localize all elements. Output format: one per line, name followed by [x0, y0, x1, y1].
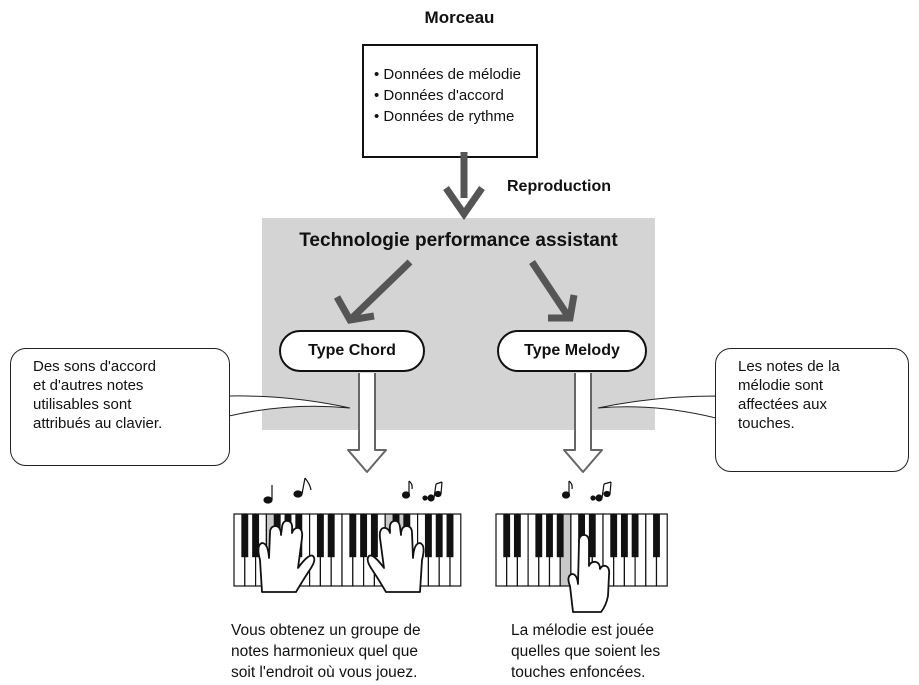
black-key: [241, 514, 249, 558]
outline-down-arrow-icon: [563, 373, 603, 473]
black-key: [435, 514, 443, 558]
solid-diagonal-arrow-icon: [529, 260, 578, 322]
melody-callout: Les notes de la mélodie sont affectées a…: [715, 348, 909, 472]
reproduction-label: Reproduction: [507, 178, 611, 195]
description-line: notes harmonieux quel que: [231, 643, 418, 660]
callout-tail: [226, 395, 351, 417]
callout-line: touches.: [738, 415, 795, 432]
chord-description: Vous obtenez un groupe de notes harmonie…: [231, 620, 491, 683]
black-key: [349, 514, 357, 558]
callout-line: utilisables sont: [33, 396, 132, 413]
description-line: La mélodie est jouée: [511, 622, 655, 639]
song-data-box: Données de mélodie Données d'accord Donn…: [362, 44, 538, 158]
callout-line: Des sons d'accord: [33, 358, 156, 375]
black-key: [252, 514, 260, 558]
hand-icon: [257, 519, 316, 593]
black-key: [653, 514, 660, 558]
song-data-list: Données de mélodie Données d'accord Donn…: [364, 46, 536, 127]
technology-title: Technologie performance assistant: [299, 230, 618, 251]
song-data-item: Données de mélodie: [374, 64, 536, 85]
callout-line: affectées aux: [738, 396, 827, 413]
black-key: [631, 514, 639, 558]
melody-description: La mélodie est jouée quelles que soient …: [511, 620, 731, 683]
black-key: [446, 514, 454, 558]
type-melody-pill: Type Melody: [497, 330, 647, 372]
callout-line: et d'autres notes: [33, 377, 144, 394]
piano-keyboard-icon: [495, 513, 668, 587]
description-line: quelles que soient les: [511, 643, 661, 660]
black-key: [327, 514, 335, 558]
description-line: soit l'endroit où vous jouez.: [231, 664, 418, 681]
black-key: [620, 514, 628, 558]
black-key: [610, 514, 618, 558]
callout-line: Les notes de la: [738, 358, 840, 375]
callout-line: mélodie sont: [738, 377, 824, 394]
description-line: Vous obtenez un groupe de: [231, 622, 421, 639]
black-key: [588, 514, 596, 558]
solid-down-arrow-icon: [443, 152, 485, 221]
solid-diagonal-arrow-icon: [333, 259, 413, 324]
type-chord-pill: Type Chord: [279, 330, 425, 372]
black-key: [556, 514, 564, 558]
callout-tail: [597, 395, 719, 419]
callout-line: attribués au clavier.: [33, 415, 163, 432]
outline-down-arrow-icon: [347, 373, 387, 473]
song-title: Morceau: [424, 8, 495, 27]
black-key: [316, 514, 324, 558]
black-key: [503, 514, 511, 558]
black-key: [535, 514, 543, 558]
music-note-icon: [263, 477, 612, 504]
description-line: touches enfoncées.: [511, 664, 646, 681]
pointing-hand-icon: [567, 534, 611, 613]
black-key: [360, 514, 368, 558]
black-key: [370, 514, 378, 558]
song-data-item: Données de rythme: [374, 106, 536, 127]
chord-callout: Des sons d'accord et d'autres notes util…: [10, 348, 230, 466]
black-key: [546, 514, 553, 558]
hand-icon: [366, 519, 425, 593]
black-key: [513, 514, 521, 558]
song-data-item: Données d'accord: [374, 85, 536, 106]
black-key: [424, 514, 432, 558]
